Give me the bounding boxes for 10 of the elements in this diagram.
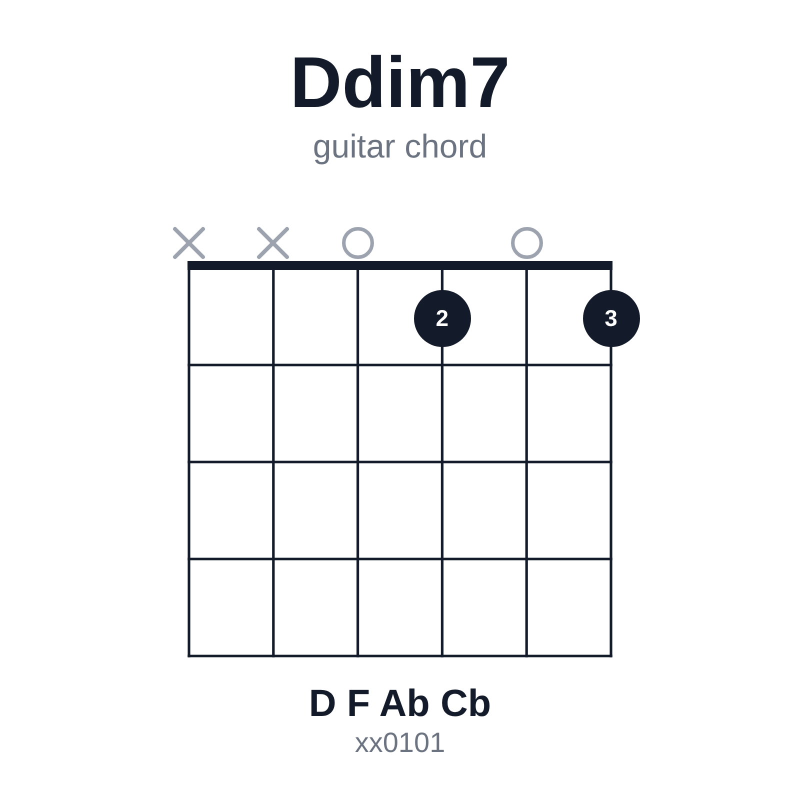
chord-title: Ddim7 (290, 47, 510, 119)
cross-icon (257, 227, 290, 259)
cross-icon (173, 227, 205, 259)
finger-number-dot: 3 (582, 290, 640, 346)
ring-icon (342, 227, 374, 259)
chord-subtitle: guitar chord (312, 130, 488, 162)
finger-number-dot: 2 (414, 290, 471, 346)
fingering-code: xx0101 (354, 729, 446, 757)
chord-notes: D F Ab Cb (308, 685, 492, 723)
ring-icon (510, 227, 543, 259)
